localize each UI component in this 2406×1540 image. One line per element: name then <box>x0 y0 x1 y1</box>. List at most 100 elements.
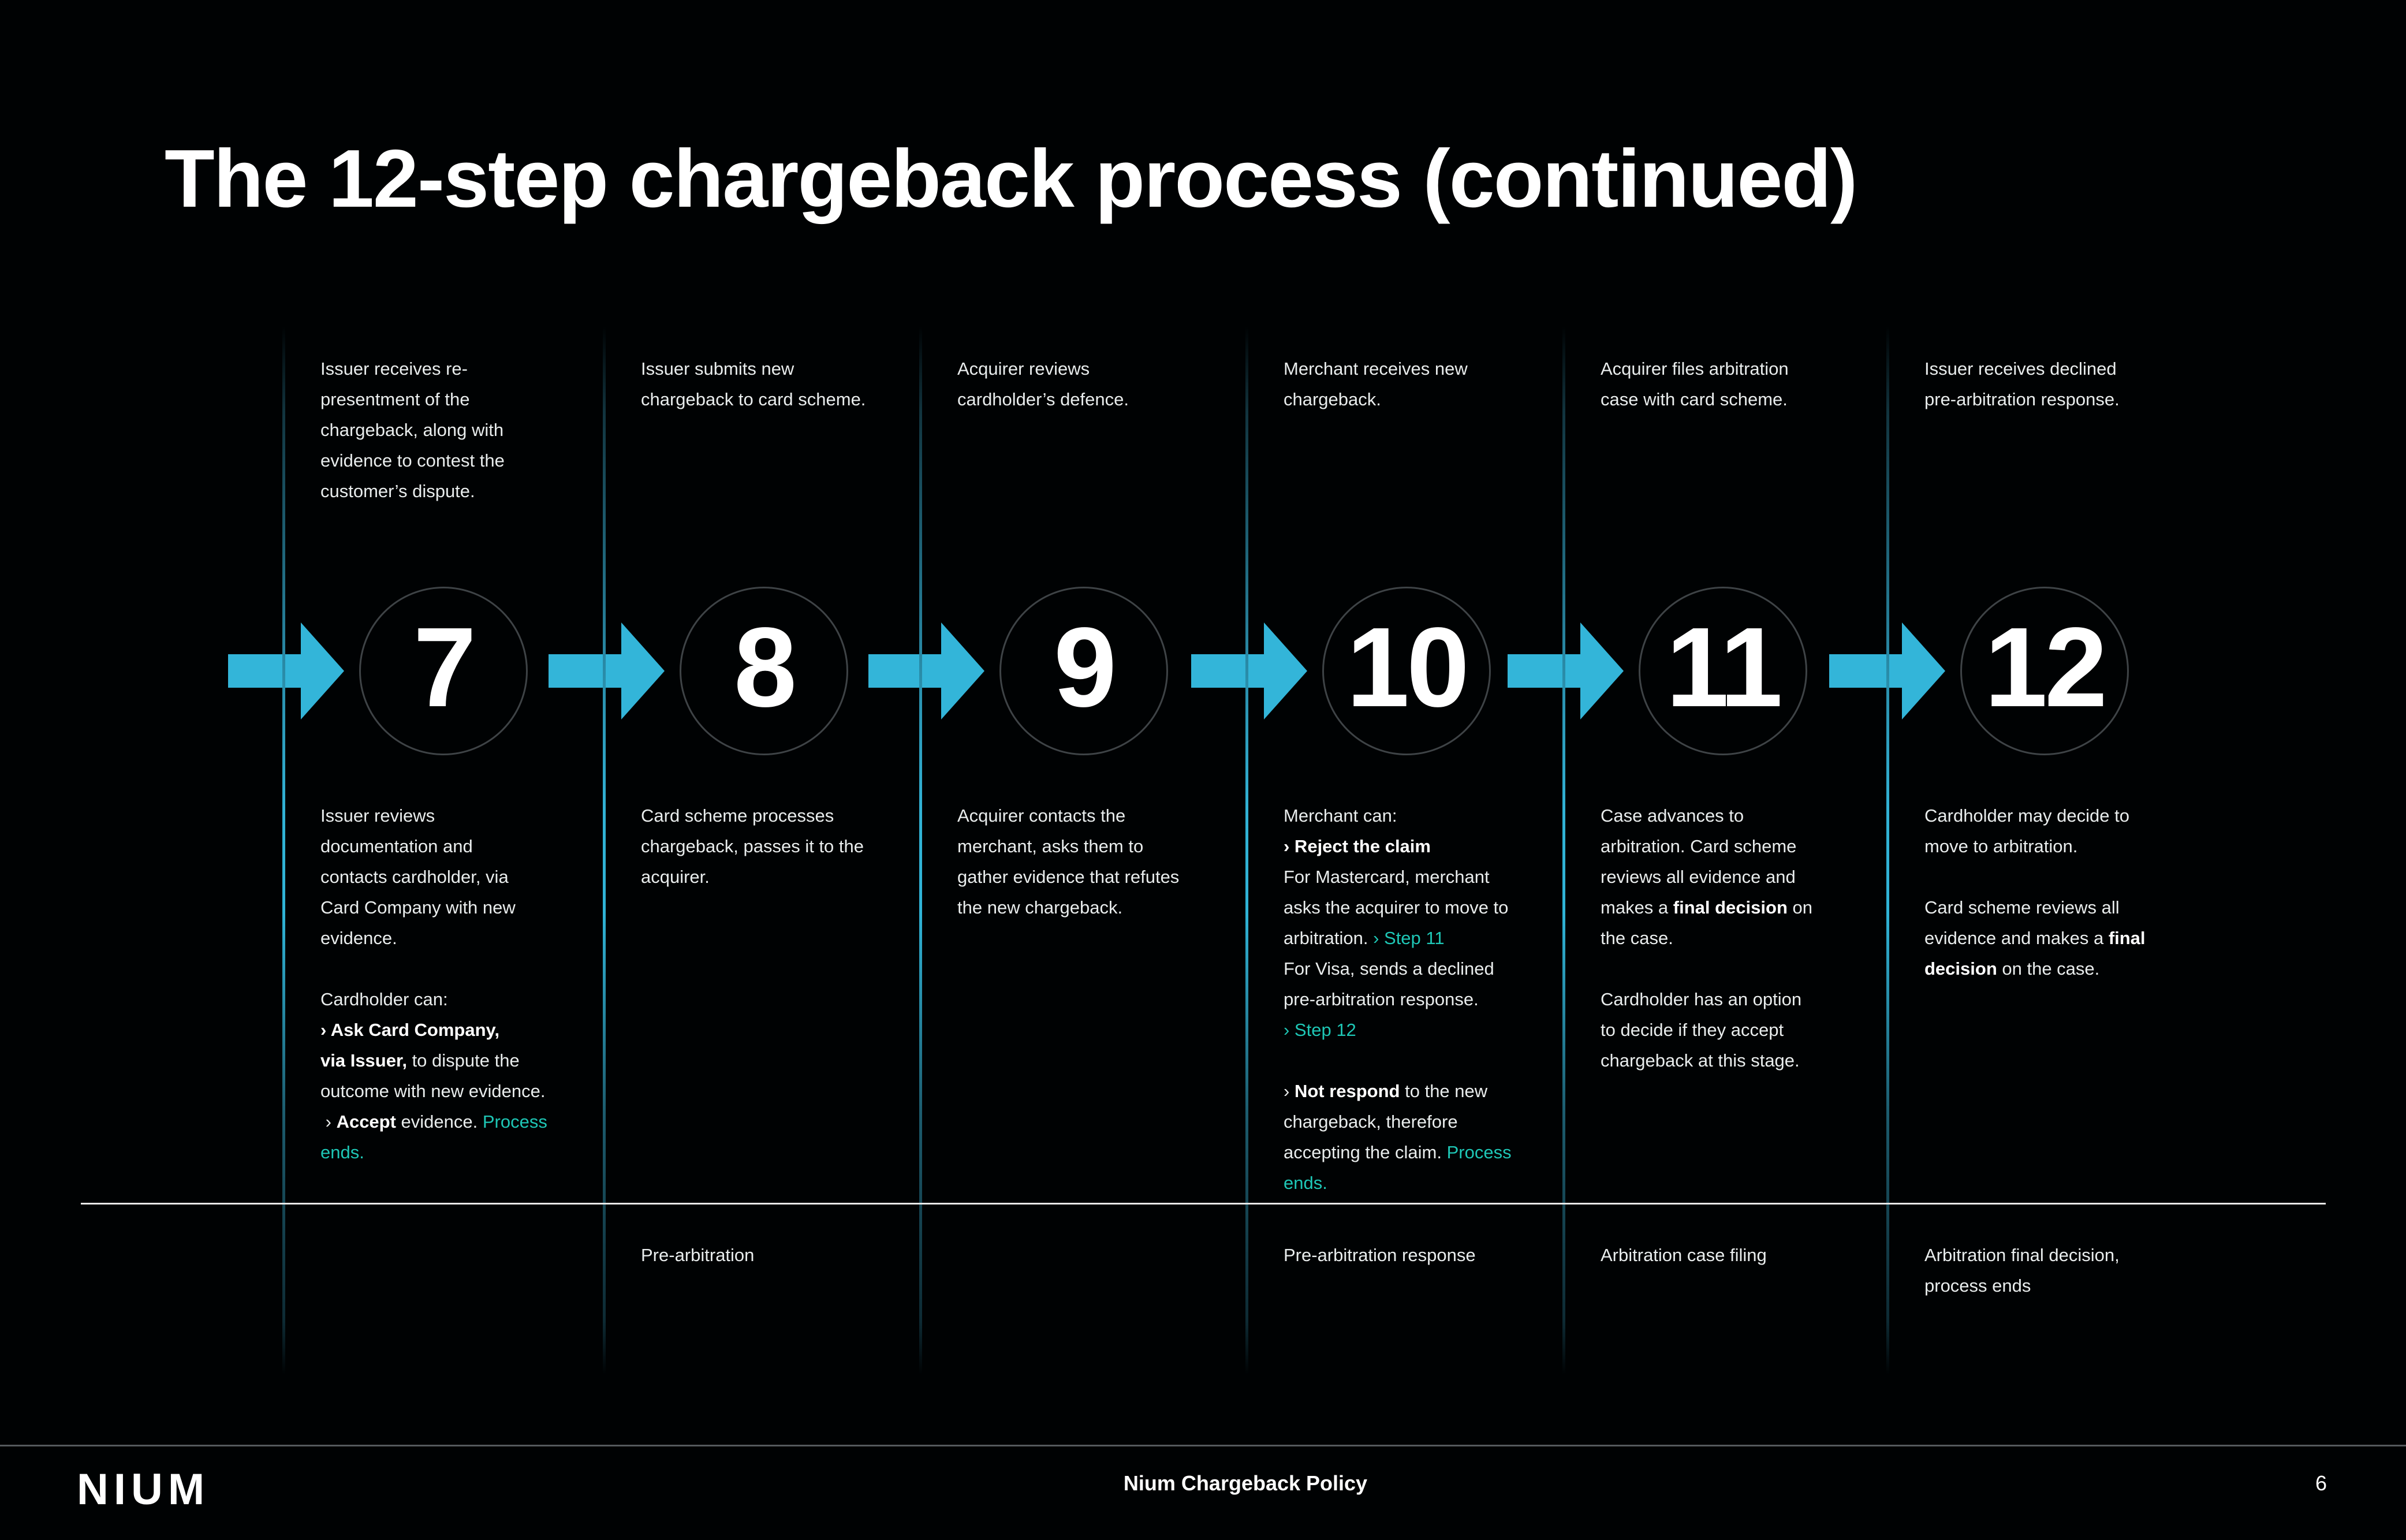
text-segment: Case advances to <box>1601 806 1744 826</box>
step-ref-link[interactable]: › Step 11 <box>1373 928 1445 948</box>
teal-text: Process <box>482 1112 547 1132</box>
text-segment: to decide if they accept <box>1601 1020 1784 1040</box>
text-line: accepting the claim. Process <box>1284 1137 1572 1168</box>
page-number: 6 <box>2315 1471 2327 1495</box>
text-line: › Step 12 <box>1284 1015 1572 1045</box>
text-segment: asks the acquirer to move to <box>1284 897 1509 918</box>
step-circle-8: 8 <box>680 587 848 755</box>
column-guide-line <box>603 326 606 1374</box>
text-segment: pre-arbitration response. <box>1924 389 2120 409</box>
text-line: case with card scheme. <box>1601 384 1889 415</box>
text-segment: acquirer. <box>641 867 710 887</box>
text-line: move to arbitration. <box>1924 831 2213 862</box>
stage-label: Arbitration final decision, process ends <box>1924 1240 2213 1301</box>
text-segment: customer’s dispute. <box>320 481 475 501</box>
text-line: merchant, asks them to <box>957 831 1246 862</box>
footer-divider-line <box>0 1445 2406 1446</box>
text-segment: decision <box>1924 959 1997 979</box>
teal-text: ends. <box>320 1142 364 1162</box>
text-segment: case with card scheme. <box>1601 389 1788 409</box>
text-segment: › <box>320 1112 337 1132</box>
text-line: Card scheme reviews all <box>1924 892 2213 923</box>
text-segment: Not respond <box>1294 1081 1400 1101</box>
text-segment: › Reject the claim <box>1284 836 1431 856</box>
text-line: asks the acquirer to move to <box>1284 892 1572 923</box>
text-line: Arbitration case filing <box>1601 1240 1889 1270</box>
text-segment: the case. <box>1601 928 1673 948</box>
text-line: decision on the case. <box>1924 953 2213 984</box>
arrow-right-icon <box>1508 622 1624 719</box>
text-segment: to the new <box>1400 1081 1488 1101</box>
text-segment: For Mastercard, merchant <box>1284 867 1490 887</box>
text-line: Merchant receives new <box>1284 353 1572 384</box>
text-segment: final <box>2108 928 2146 948</box>
text-line: process ends <box>1924 1270 2213 1301</box>
step-ref-link[interactable]: › Step 12 <box>1284 1020 1356 1040</box>
step-circle-11: 11 <box>1639 587 1807 755</box>
text-segment: merchant, asks them to <box>957 836 1144 856</box>
teal-text: ends. <box>1284 1173 1327 1193</box>
arrow-head <box>1580 622 1624 719</box>
text-segment: arbitration. Card scheme <box>1601 836 1797 856</box>
text-segment: Merchant receives new <box>1284 359 1468 379</box>
text-segment: on <box>1787 897 1813 918</box>
step-top-text: Acquirer reviews cardholder’s defence. <box>957 353 1246 415</box>
text-line: to decide if they accept <box>1601 1015 1889 1045</box>
arrow-tail <box>1508 654 1581 688</box>
text-segment: For Visa, sends a declined <box>1284 959 1494 979</box>
text-line <box>320 953 609 984</box>
text-line: › Accept evidence. Process <box>320 1106 609 1137</box>
text-segment: arbitration. <box>1284 928 1374 948</box>
column-guide-line <box>1245 326 1248 1374</box>
text-segment: Acquirer files arbitration <box>1601 359 1789 379</box>
arrow-tail <box>228 654 301 688</box>
text-line: the case. <box>1601 923 1889 953</box>
text-segment: evidence and makes a <box>1924 928 2109 948</box>
text-line: Card Company with new <box>320 892 609 923</box>
step-number: 7 <box>413 604 476 730</box>
text-line: pre-arbitration response. <box>1924 384 2213 415</box>
arrow-tail <box>1191 654 1264 688</box>
column-guide-line <box>282 326 285 1374</box>
text-segment: final decision <box>1673 897 1788 918</box>
text-segment: Card scheme processes <box>641 806 834 826</box>
arrow-head <box>941 622 984 719</box>
text-line: Issuer reviews <box>320 800 609 831</box>
text-segment: documentation and <box>320 836 473 856</box>
stage-label: Pre-arbitration <box>641 1240 930 1270</box>
text-segment: chargeback at this stage. <box>1601 1050 1800 1071</box>
text-line: Arbitration final decision, <box>1924 1240 2213 1270</box>
text-segment: via Issuer, <box>320 1050 407 1071</box>
text-line: Cardholder can: <box>320 984 609 1015</box>
text-segment: chargeback to card scheme. <box>641 389 866 409</box>
text-line: reviews all evidence and <box>1601 862 1889 892</box>
text-segment: Cardholder has an option <box>1601 989 1802 1009</box>
text-line <box>1924 862 2213 892</box>
text-segment: Arbitration final decision, <box>1924 1245 2120 1265</box>
text-segment: Card scheme reviews all <box>1924 897 2120 918</box>
column-guide-line <box>919 326 922 1374</box>
arrow-tail <box>1829 654 1903 688</box>
step-number: 8 <box>733 604 797 730</box>
text-segment: Acquirer reviews <box>957 359 1090 379</box>
text-segment: makes a <box>1601 897 1673 918</box>
text-segment: evidence. <box>396 1112 483 1132</box>
text-segment: chargeback, along with <box>320 420 504 440</box>
text-line: customer’s dispute. <box>320 476 609 506</box>
text-line: arbitration. › Step 11 <box>1284 923 1572 953</box>
step-top-text: Issuer submits new chargeback to card sch… <box>641 353 930 415</box>
text-line: Card scheme processes <box>641 800 930 831</box>
text-line: cardholder’s defence. <box>957 384 1246 415</box>
text-segment: Issuer submits new <box>641 359 794 379</box>
text-line: Issuer receives re- <box>320 353 609 384</box>
text-line: chargeback, passes it to the <box>641 831 930 862</box>
step-number: 12 <box>1984 604 2107 730</box>
text-line: evidence to contest the <box>320 445 609 476</box>
text-line: Acquirer reviews <box>957 353 1246 384</box>
text-segment: evidence to contest the <box>320 450 505 471</box>
text-line: › Ask Card Company, <box>320 1015 609 1045</box>
